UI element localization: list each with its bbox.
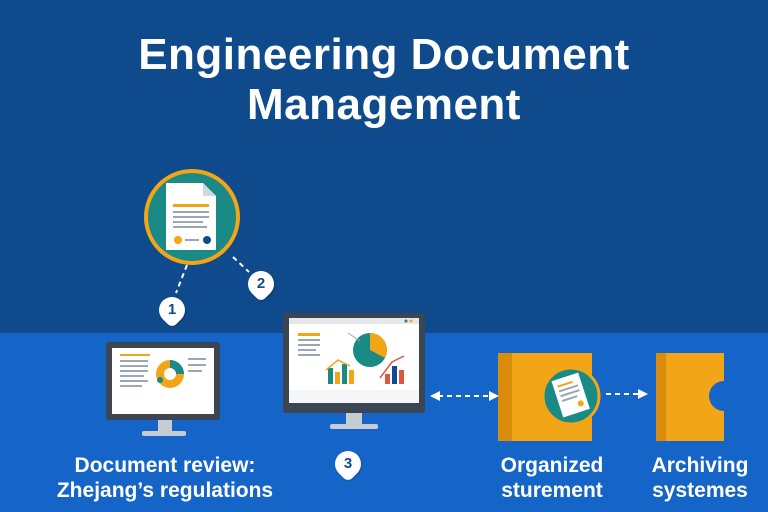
review-label-line-1: Document review: bbox=[74, 454, 256, 477]
title-line-2: Management bbox=[247, 80, 521, 129]
step-1-marker: 1 bbox=[153, 291, 191, 329]
archiving-label-line-2: systemes bbox=[652, 479, 748, 502]
review-label-line-2: Zhejang’s regulations bbox=[56, 479, 274, 502]
organized-label: Organized sturement bbox=[486, 453, 618, 503]
step-2-number: 2 bbox=[256, 275, 266, 292]
step-3-marker: 3 bbox=[329, 445, 367, 483]
top-background bbox=[0, 0, 768, 333]
archiving-label-line-1: Archiving bbox=[651, 454, 749, 477]
organized-label-line-1: Organized bbox=[500, 454, 604, 477]
organized-label-line-2: sturement bbox=[501, 479, 603, 502]
title-line-1: Engineering Document bbox=[138, 30, 630, 79]
page-title: Engineering Document Management bbox=[0, 30, 768, 130]
review-label: Document review: Zhejang’s regulations bbox=[40, 453, 290, 503]
step-3-number: 3 bbox=[343, 455, 353, 472]
archiving-label: Archiving systemes bbox=[638, 453, 762, 503]
step-2-marker: 2 bbox=[242, 265, 280, 303]
step-1-number: 1 bbox=[167, 301, 177, 318]
